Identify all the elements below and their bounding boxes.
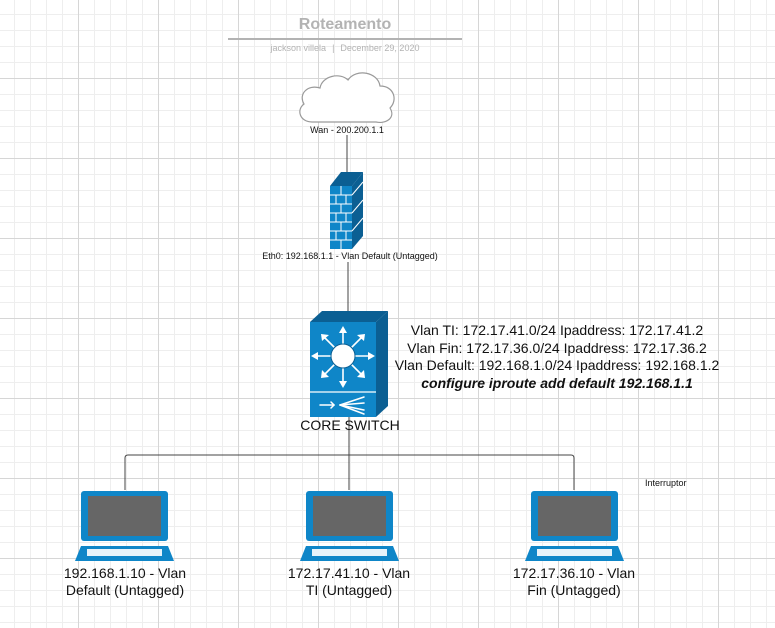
laptop-icon[interactable] xyxy=(525,491,624,561)
host-label-fin: 172.17.36.10 - Vlan Fin (Untagged) xyxy=(499,565,649,599)
host-ip: 172.17.36.10 - Vlan xyxy=(512,565,636,581)
host-label-ti: 172.17.41.10 - Vlan TI (Untagged) xyxy=(274,565,424,599)
laptop-icon[interactable] xyxy=(75,491,174,561)
author-date-line: jackson villela | December 29, 2020 xyxy=(230,43,460,53)
vlan-info: Vlan TI: 172.17.41.0/24 Ipaddress: 172.1… xyxy=(392,322,722,392)
wan-label: Wan - 200.200.1.1 xyxy=(310,125,384,135)
iproute-command: configure iproute add default 192.168.1.… xyxy=(421,374,693,391)
laptop-icon[interactable] xyxy=(300,491,399,561)
vlan-fin-line: Vlan Fin: 172.17.36.0/24 Ipaddress: 172.… xyxy=(407,339,707,356)
host-ip: 192.168.1.10 - Vlan xyxy=(63,565,187,581)
host-vlan: TI (Untagged) xyxy=(305,582,393,598)
layer3-switch-icon[interactable] xyxy=(310,311,388,417)
title-divider xyxy=(228,38,462,40)
vlan-default-line: Vlan Default: 192.168.1.0/24 Ipaddress: … xyxy=(394,357,720,373)
cloud-icon[interactable] xyxy=(299,72,395,123)
firewall-icon[interactable] xyxy=(330,172,364,249)
separator: | xyxy=(332,43,335,53)
host-label-default: 192.168.1.10 - Vlan Default (Untagged) xyxy=(50,565,200,599)
host-ip: 172.17.41.10 - Vlan xyxy=(287,565,411,581)
author-name: jackson villela xyxy=(270,43,327,53)
diagram-title: Roteamento xyxy=(298,16,392,33)
switch-hosts-bus xyxy=(124,412,575,490)
host-vlan: Fin (Untagged) xyxy=(527,582,621,598)
date: December 29, 2020 xyxy=(340,43,420,53)
core-switch-label: CORE SWITCH xyxy=(300,417,400,433)
vlan-ti-line: Vlan TI: 172.17.41.0/24 Ipaddress: 172.1… xyxy=(410,322,704,338)
eth0-label: Eth0: 192.168.1.1 - Vlan Default (Untagg… xyxy=(262,251,438,261)
host-vlan: Default (Untagged) xyxy=(65,582,185,598)
interruptor-label: Interruptor xyxy=(645,478,687,488)
